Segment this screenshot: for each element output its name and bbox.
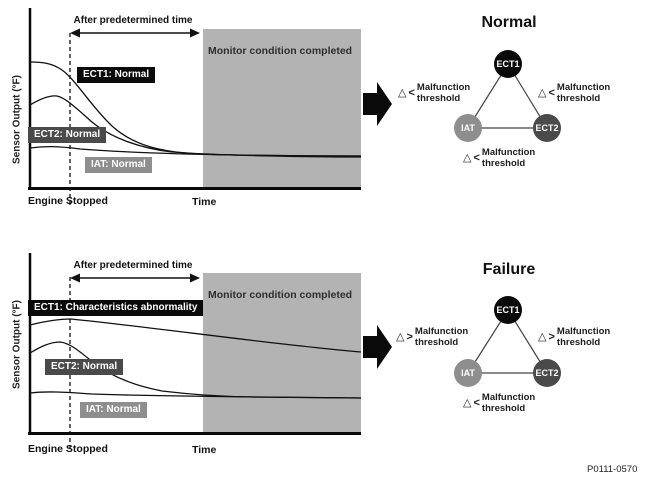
- ect2-series-label: ECT2: Normal: [45, 359, 124, 375]
- delta-icon: △: [398, 86, 407, 99]
- threshold-label: Malfunction threshold: [414, 326, 469, 348]
- right-threshold-annotation: △ > Malfunction threshold: [538, 326, 610, 348]
- threshold-label: Malfunction threshold: [481, 392, 536, 414]
- bottom-threshold-annotation: △ < Malfunction threshold: [463, 392, 535, 414]
- panel-title-failure: Failure: [482, 261, 536, 278]
- iat-series-label: IAT: Normal: [85, 157, 152, 173]
- ect1-curve-failure: [29, 318, 362, 353]
- panel-title-normal: Normal: [481, 14, 537, 31]
- iat-curve-normal: [29, 145, 362, 157]
- right-block-arrow-icon-failure: [363, 325, 392, 369]
- time-axis-label: Time: [192, 196, 217, 208]
- delta-icon: △: [463, 396, 472, 409]
- iat-node: IAT: [454, 359, 482, 387]
- ect2-node: ECT2: [533, 359, 561, 387]
- delta-icon: △: [396, 330, 405, 343]
- y-axis-label: Sensor Output (°F): [11, 300, 23, 389]
- iat-curve-failure: [29, 391, 362, 399]
- right-block-arrow-icon-normal: [363, 82, 392, 126]
- delta-icon: △: [463, 151, 472, 164]
- predetermined-time-arrow-normal: [70, 28, 200, 38]
- threshold-label: Malfunction threshold: [481, 147, 536, 169]
- monitor-region-normal: [203, 29, 361, 190]
- monitor-region-failure: [203, 273, 361, 435]
- iat-node: IAT: [454, 114, 482, 142]
- right-threshold-annotation: △ < Malfunction threshold: [538, 82, 610, 104]
- left-threshold-annotation: △ < Malfunction threshold: [398, 82, 470, 104]
- comparator: <: [473, 396, 480, 409]
- comparator: <: [548, 86, 555, 99]
- after-predetermined-time-label: After predetermined time: [73, 260, 193, 271]
- ect1-node: ECT1: [494, 296, 522, 324]
- delta-icon: △: [538, 330, 547, 343]
- delta-icon: △: [538, 86, 547, 99]
- ect2-series-label: ECT2: Normal: [28, 127, 107, 143]
- time-axis-label: Time: [192, 444, 217, 456]
- y-axis-label: Sensor Output (°F): [11, 75, 23, 164]
- monitor-condition-label: Monitor condition completed: [208, 289, 353, 301]
- after-predetermined-time-label: After predetermined time: [73, 15, 193, 26]
- ect1-series-label: ECT1: Characteristics abnormality: [28, 300, 204, 316]
- engine-stopped-label: Engine Stopped: [28, 443, 108, 455]
- comparator: >: [548, 330, 555, 343]
- comparator: <: [408, 86, 415, 99]
- figure-code: P0111-0570: [587, 464, 638, 475]
- ect2-node: ECT2: [533, 114, 561, 142]
- threshold-label: Malfunction threshold: [416, 82, 471, 104]
- comparator: <: [473, 151, 480, 164]
- iat-series-label: IAT: Normal: [80, 402, 147, 418]
- ect1-series-label: ECT1: Normal: [77, 67, 156, 83]
- bottom-threshold-annotation: △ < Malfunction threshold: [463, 147, 535, 169]
- left-threshold-annotation: △ > Malfunction threshold: [396, 326, 468, 348]
- ect1-node: ECT1: [494, 50, 522, 78]
- threshold-label: Malfunction threshold: [556, 82, 611, 104]
- comparator: >: [406, 330, 413, 343]
- predetermined-time-arrow-failure: [70, 273, 200, 283]
- monitor-condition-label: Monitor condition completed: [208, 45, 353, 57]
- threshold-label: Malfunction threshold: [556, 326, 611, 348]
- engine-stopped-label: Engine Stopped: [28, 195, 108, 207]
